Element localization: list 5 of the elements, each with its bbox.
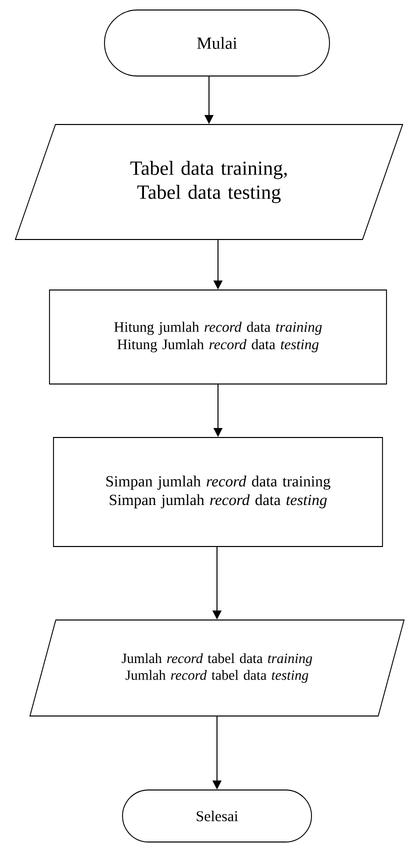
terminator: Mulai — [104, 10, 330, 76]
process-box: Hitung jumlah record data training Hitung Jumlah record data testing — [49, 290, 387, 384]
terminator: Selesai — [122, 790, 312, 842]
process-box: Simpan jumlah record data training Simpan jumlah record data testing — [53, 437, 383, 547]
data-parallelogram: Tabel data training, Tabel data testing — [14, 124, 404, 240]
